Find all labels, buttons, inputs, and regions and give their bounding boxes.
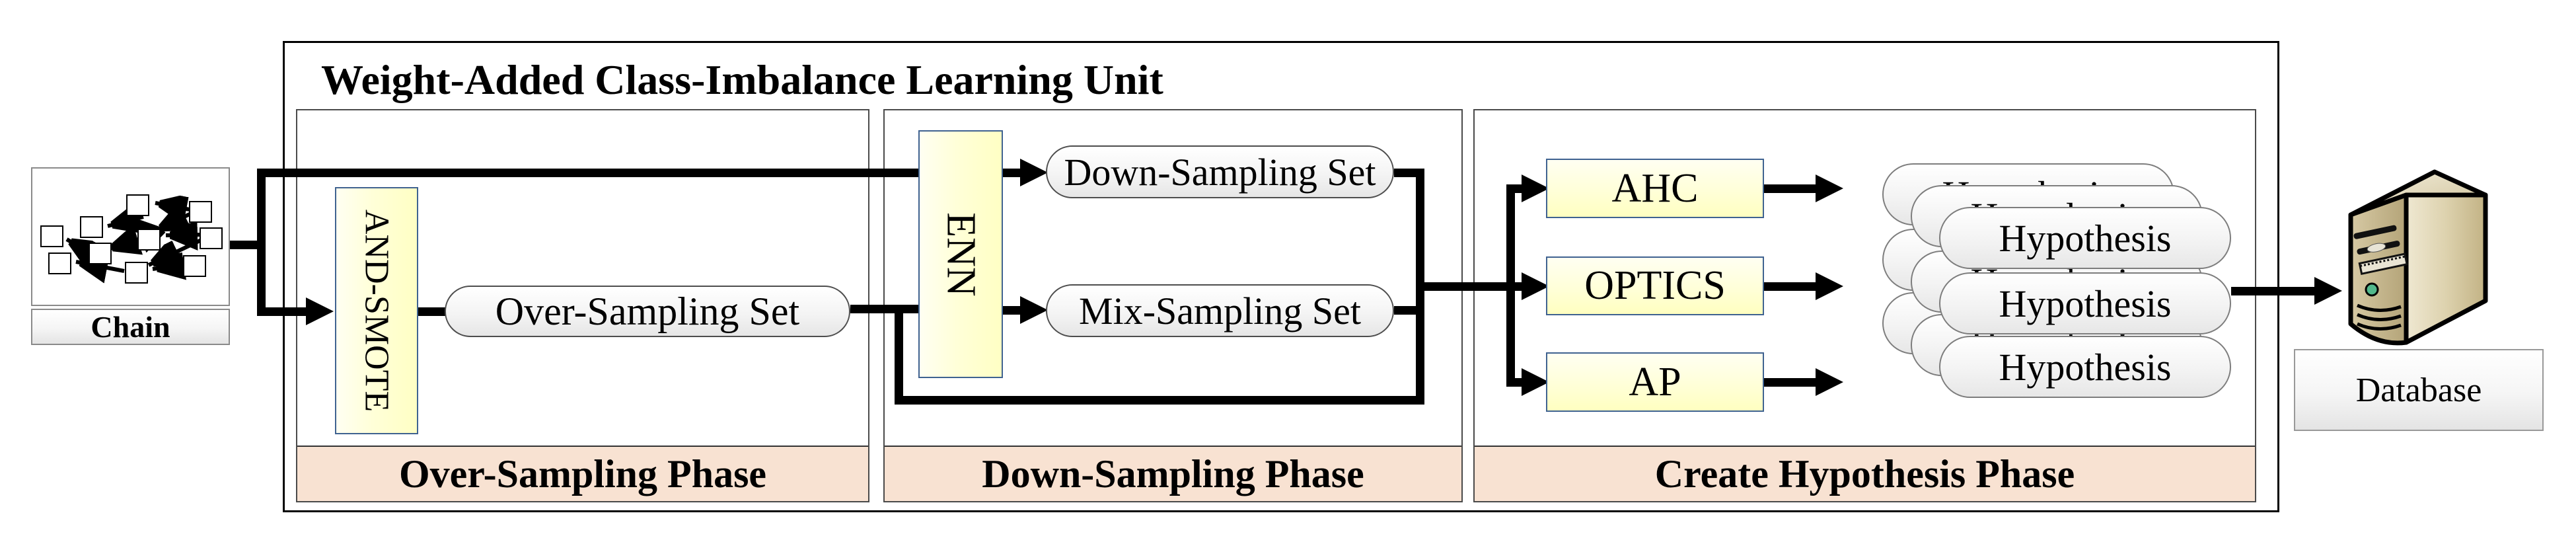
database-label-box: Database [2294,349,2544,431]
conn-enn-to-mix-set [1003,306,1020,315]
database-server-icon [2345,165,2492,348]
node-ap-label: AP [1629,359,1681,405]
arrowhead-into-ahc [1522,175,1549,202]
node-hypothesis-1: Hypothesis [1939,207,2231,269]
node-hypothesis-3: Hypothesis [1939,336,2231,398]
unit-title: Weight-Added Class-Imbalance Learning Un… [321,56,1163,103]
hypothesis-label: Hypothesis [1999,216,2172,260]
band-create-hypothesis-phase: Create Hypothesis Phase [1475,446,2255,501]
label-over-sampling-phase: Over-Sampling Phase [398,451,767,496]
node-and-smote-label: AND-SMOTE [357,209,396,412]
label-create-hypothesis-phase: Create Hypothesis Phase [1654,451,2075,496]
chain-label: Chain [91,310,170,344]
conn-hypothesis-to-database [2231,287,2314,295]
conn-bypass-under-enn [895,396,1424,405]
arrowhead-into-database [2314,277,2342,305]
arrowhead-into-optics [1522,272,1549,300]
arrowhead-into-down-set [1020,159,1048,186]
chain-network-graphic [40,169,223,284]
node-ap: AP [1546,352,1764,412]
node-over-sampling-set: Over-Sampling Set [445,286,850,337]
conn-enn-to-down-set [1003,169,1020,177]
conn-ap-out [1764,378,1816,387]
conn-and-smote-to-over-set [418,307,449,316]
band-over-sampling-phase: Over-Sampling Phase [297,446,868,501]
band-down-sampling-phase: Down-Sampling Phase [885,446,1461,501]
node-hypothesis-2: Hypothesis [1939,272,2231,334]
conn-trunk-jumper [1416,282,1515,291]
node-down-sampling-set-label: Down-Sampling Set [1064,150,1376,194]
conn-chain-to-and-smote [257,307,307,316]
node-optics-label: OPTICS [1584,263,1726,308]
conn-to-optics [1515,282,1522,291]
conn-over-set-to-enn [850,305,920,313]
database-label: Database [2355,371,2482,409]
conn-chain-out [230,241,266,249]
conn-split-vertical [257,169,266,316]
arrowhead-into-and-smote [306,297,334,325]
chain-network-icon [31,167,230,306]
node-mix-sampling-set: Mix-Sampling Set [1046,284,1394,337]
node-over-sampling-set-label: Over-Sampling Set [495,289,800,333]
node-enn-label: ENN [938,212,984,297]
node-ahc: AHC [1546,159,1764,218]
node-ahc-label: AHC [1611,165,1699,211]
node-enn: ENN [918,130,1003,378]
conn-chain-to-enn [257,169,918,177]
arrowhead-ap-to-hypothesis [1816,368,1843,396]
hypothesis-label: Hypothesis [1999,345,2172,389]
conn-optics-out [1764,282,1816,291]
chain-label-box: Chain [31,309,230,345]
hypothesis-label: Hypothesis [1999,282,2172,325]
arrowhead-into-mix-set [1020,296,1048,324]
node-optics: OPTICS [1546,256,1764,315]
conn-to-ap [1515,378,1522,387]
conn-to-ahc [1515,184,1522,193]
conn-bypass-drop [895,305,903,405]
node-and-smote: AND-SMOTE [335,187,418,434]
arrowhead-ahc-to-hypothesis [1816,175,1843,202]
label-down-sampling-phase: Down-Sampling Phase [982,451,1364,496]
node-mix-sampling-set-label: Mix-Sampling Set [1079,289,1361,332]
node-down-sampling-set: Down-Sampling Set [1046,145,1394,198]
conn-fanout-trunk [1506,184,1515,387]
arrowhead-into-ap [1522,368,1549,396]
conn-ahc-out [1764,184,1816,193]
arrowhead-optics-to-hypothesis [1816,272,1843,300]
